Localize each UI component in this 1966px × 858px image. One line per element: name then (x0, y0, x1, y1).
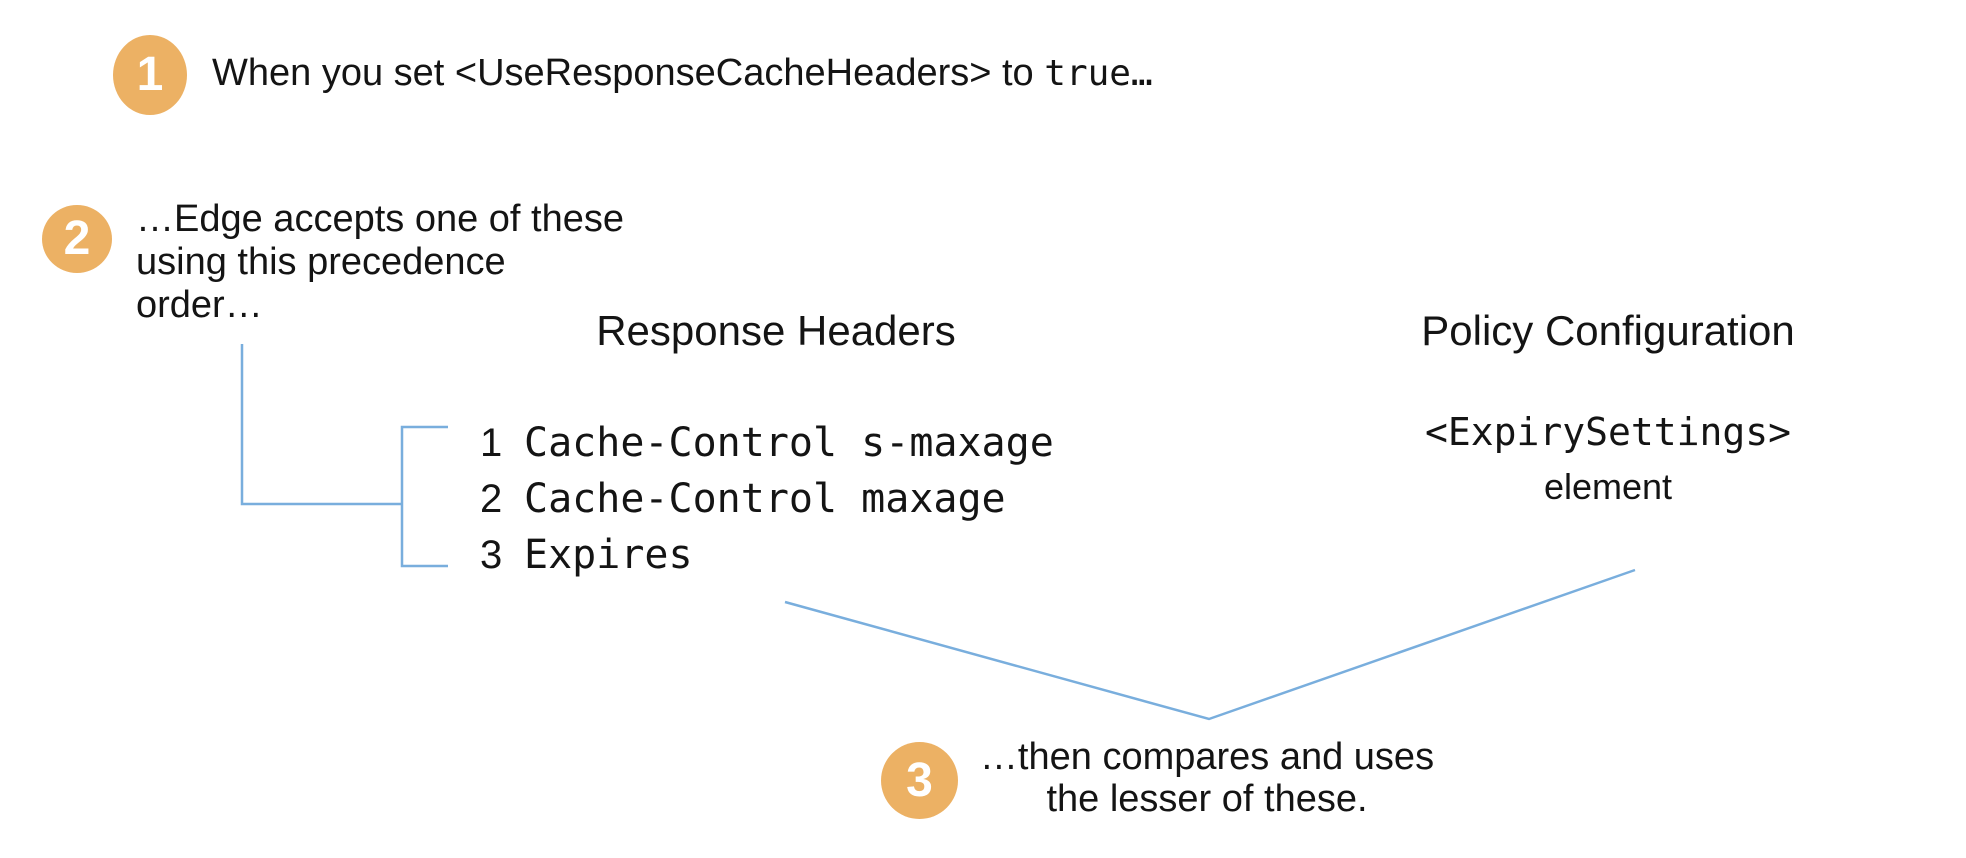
step-1-code-true: true… (1044, 53, 1153, 94)
compare-v-line (784, 568, 1636, 721)
expiry-settings-caption: element (1543, 466, 1673, 507)
precedence-item-3: 3 Expires (480, 527, 1054, 583)
precedence-item-3-header: Expires (524, 532, 693, 578)
precedence-item-1-header: Cache-Control s-maxage (524, 420, 1054, 466)
step-2-line-3: order… (136, 284, 263, 326)
step-3-badge: 3 (881, 742, 958, 819)
expiry-settings-code: <ExpirySettings> (1424, 410, 1792, 454)
step-3-line-1: …then compares and uses (979, 736, 1435, 778)
precedence-bracket-line (400, 425, 448, 568)
step2-to-bracket-line (240, 344, 402, 506)
step-3-line-2: the lesser of these. (1046, 778, 1368, 820)
precedence-item-1: 1 Cache-Control s-maxage (480, 415, 1054, 471)
step-1-text: When you set <UseResponseCacheHeaders> t… (212, 52, 1153, 95)
precedence-item-3-number: 3 (480, 532, 503, 577)
precedence-item-2: 2 Cache-Control maxage (480, 471, 1054, 527)
precedence-item-1-number: 1 (480, 420, 503, 465)
precedence-list: 1 Cache-Control s-maxage 2 Cache-Control… (480, 415, 1054, 583)
step-3-text: …then compares and uses the lesser of th… (972, 736, 1442, 820)
precedence-item-2-header: Cache-Control maxage (524, 476, 1006, 522)
response-headers-title: Response Headers (596, 307, 956, 354)
step-1-text-sans: When you set <UseResponseCacheHeaders> t… (212, 52, 1045, 94)
step-2-badge: 2 (42, 205, 112, 273)
step-1-badge: 1 (113, 35, 187, 115)
step-2-line-1: …Edge accepts one of these (136, 198, 624, 240)
step-2-line-2: using this precedence (136, 241, 506, 283)
step-2-text: …Edge accepts one of these using this pr… (136, 198, 624, 327)
precedence-item-2-number: 2 (480, 476, 503, 521)
policy-configuration-title: Policy Configuration (1421, 307, 1795, 354)
